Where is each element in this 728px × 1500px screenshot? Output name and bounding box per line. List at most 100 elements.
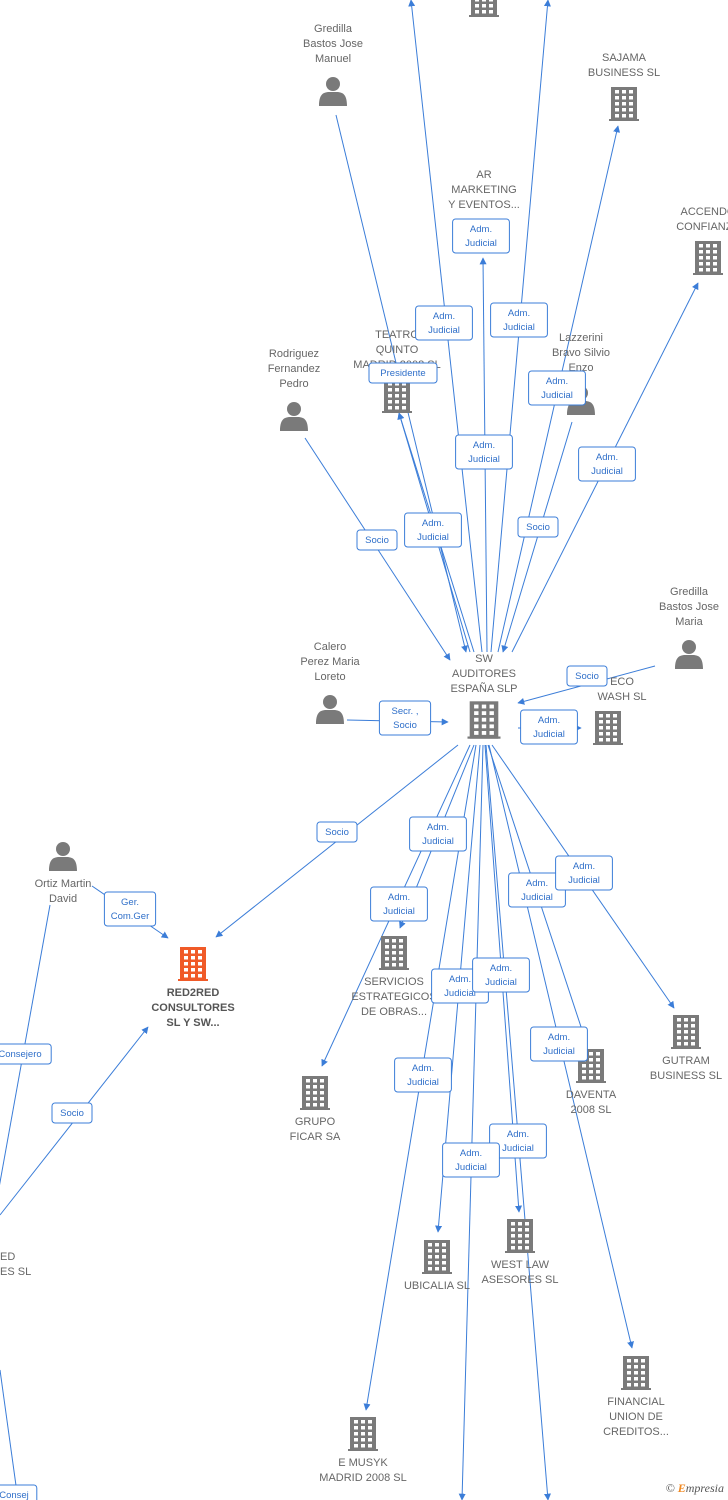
edge-label[interactable]: Adm.Judicial [370,886,428,922]
node-label: MARKETING [451,184,516,196]
building-window [313,1097,317,1101]
edge-label[interactable]: Adm.Judicial [472,957,530,993]
edge-label[interactable]: Socio [51,1102,93,1124]
node-label: Y EVENTOS... [448,199,520,211]
node-label: Lazzerini [559,332,603,344]
edge-label[interactable]: Consejero [0,1043,52,1065]
building-window [388,400,392,404]
node-label: ES SL [0,1266,31,1278]
edge-label[interactable]: Adm.Judicial [555,855,613,891]
person-body [280,416,308,431]
edge-label[interactable]: Adm.Judicial [455,434,513,470]
edge-label[interactable]: Consej [0,1484,38,1500]
edge-label[interactable]: Adm.Judicial [578,446,636,482]
building-window [402,406,406,410]
edge-label[interactable]: Socio [517,516,559,538]
edge-label[interactable]: Adm.Judicial [520,709,578,745]
edge-label[interactable]: Socio [356,529,398,551]
node-label: Bastos Jose [303,38,363,50]
building-icon [671,1015,701,1049]
building-window [313,1103,317,1107]
edge-label[interactable]: Adm.Judicial [508,872,566,908]
edge-label[interactable]: Socio [316,821,358,843]
edge-label-box [356,529,398,551]
building-window [198,950,202,954]
edge-label-box [490,302,548,338]
building-window [691,1036,695,1040]
building-window [361,1420,365,1424]
building-window [599,726,603,730]
building-window [706,268,710,272]
building-window [306,1079,310,1083]
building-window [706,244,710,248]
building-window [582,1076,586,1080]
building-window [481,704,487,709]
edge-label-box [442,1142,500,1178]
edge-label[interactable]: Adm.Judicial [394,1057,452,1093]
edge-label-text: Adm. [427,822,449,833]
edge-label[interactable]: Socio [566,665,608,687]
building-window [699,268,703,272]
building-window [622,108,626,112]
building-window [442,1261,446,1265]
building-window [677,1042,681,1046]
building-window [320,1085,324,1089]
company-node[interactable]: UBICALIA SL [404,1240,470,1292]
building-window [634,1377,638,1381]
edge-label[interactable]: Adm.Judicial [490,302,548,338]
building-window [354,1432,358,1436]
building-window [596,1070,600,1074]
building-window [634,1359,638,1363]
edge-label[interactable]: Adm.Judicial [530,1026,588,1062]
building-window [622,114,626,118]
edge-label[interactable]: Secr. ,Socio [378,700,432,736]
building-window [627,1365,631,1369]
edge-label-box [555,855,613,891]
building-base [379,968,409,970]
edge-label[interactable]: Adm.Judicial [409,816,467,852]
edge-label-text: Socio [526,522,550,533]
edge-label-text: Socio [365,535,389,546]
empresia-watermark: © Empresia [666,1481,724,1496]
edge-label[interactable]: Presidente [368,362,438,384]
edge-label-box [368,362,438,384]
building-window [634,1371,638,1375]
edge-label-text: Socio [575,671,599,682]
edge-label[interactable]: Adm.Judicial [528,370,586,406]
building-window [525,1246,529,1250]
node-label: BUSINESS SL [650,1070,722,1082]
edge-label[interactable]: Adm.Judicial [452,218,510,254]
node-label: AUDITORES [452,668,516,680]
edge-label-box [578,446,636,482]
edge-label[interactable]: Adm.Judicial [489,1123,547,1159]
edge-label[interactable]: Ger.Com.Ger [103,891,157,927]
edge-label-box [0,1043,52,1065]
edge-label-box [415,305,473,341]
building-window [629,108,633,112]
building-window [306,1097,310,1101]
building-window [699,256,703,260]
building-window [306,1103,310,1107]
building-window [613,732,617,736]
edge-label[interactable]: Adm.Judicial [404,512,462,548]
edge-label[interactable]: Adm.Judicial [415,305,473,341]
company-node[interactable]: ACCENDOCONFIANZA [676,206,728,275]
edge-label[interactable]: Adm.Judicial [442,1142,500,1178]
